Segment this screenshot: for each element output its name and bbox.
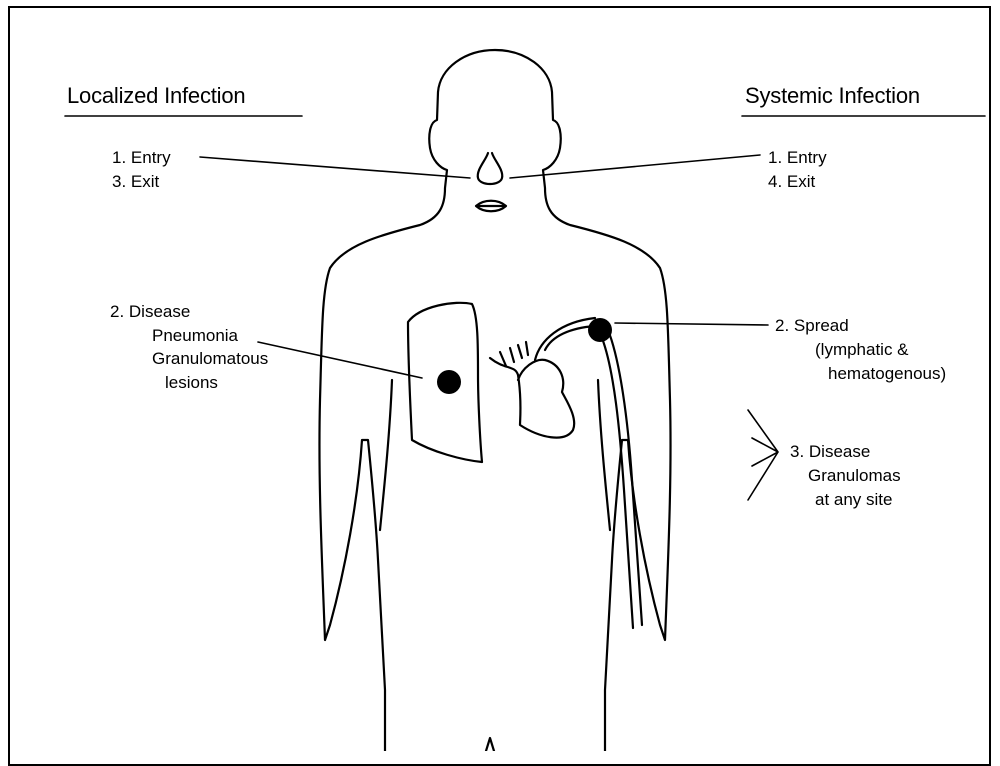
left-lesions-label: lesions	[165, 371, 218, 394]
right-spread-hematogenous: hematogenous)	[828, 362, 946, 385]
aorta-arch	[535, 318, 595, 360]
inner-arm-right	[598, 380, 610, 530]
right-granulomas-label: Granulomas	[808, 464, 901, 487]
systemic-infection-heading: Systemic Infection	[745, 84, 920, 107]
disease-arrow	[748, 410, 778, 500]
right-disease-label: 3. Disease	[790, 440, 870, 463]
inner-arm-left	[380, 380, 392, 530]
heart	[490, 358, 574, 438]
vessel-2	[510, 348, 514, 362]
nose	[478, 153, 503, 184]
left-entry-label: 1. Entry	[112, 146, 171, 169]
left-disease-label: 2. Disease	[110, 300, 190, 323]
left-granulomatous-label: Granulomatous	[152, 347, 268, 370]
lung-lesion-dot	[437, 370, 461, 394]
aorta-arch-outer	[545, 326, 595, 350]
spread-dot	[588, 318, 612, 342]
pointer-spread	[615, 323, 768, 325]
right-spread-lymphatic: (lymphatic &	[815, 338, 909, 361]
left-pneumonia-label: Pneumonia	[152, 324, 238, 347]
localized-infection-heading: Localized Infection	[67, 84, 245, 107]
pointer-right-entry	[510, 155, 760, 178]
mouth	[476, 201, 506, 212]
pointer-left-entry	[200, 157, 470, 178]
right-spread-label: 2. Spread	[775, 314, 849, 337]
vessel-3	[518, 345, 522, 358]
pointer-pneumonia	[258, 342, 422, 378]
vessel-4	[526, 342, 528, 355]
body-outline	[319, 50, 670, 751]
arm-vessel-outer	[608, 330, 642, 625]
groin-mark	[486, 738, 494, 751]
right-exit-label: 4. Exit	[768, 170, 815, 193]
left-exit-label: 3. Exit	[112, 170, 159, 193]
right-entry-label: 1. Entry	[768, 146, 827, 169]
right-any-site-label: at any site	[815, 488, 893, 511]
